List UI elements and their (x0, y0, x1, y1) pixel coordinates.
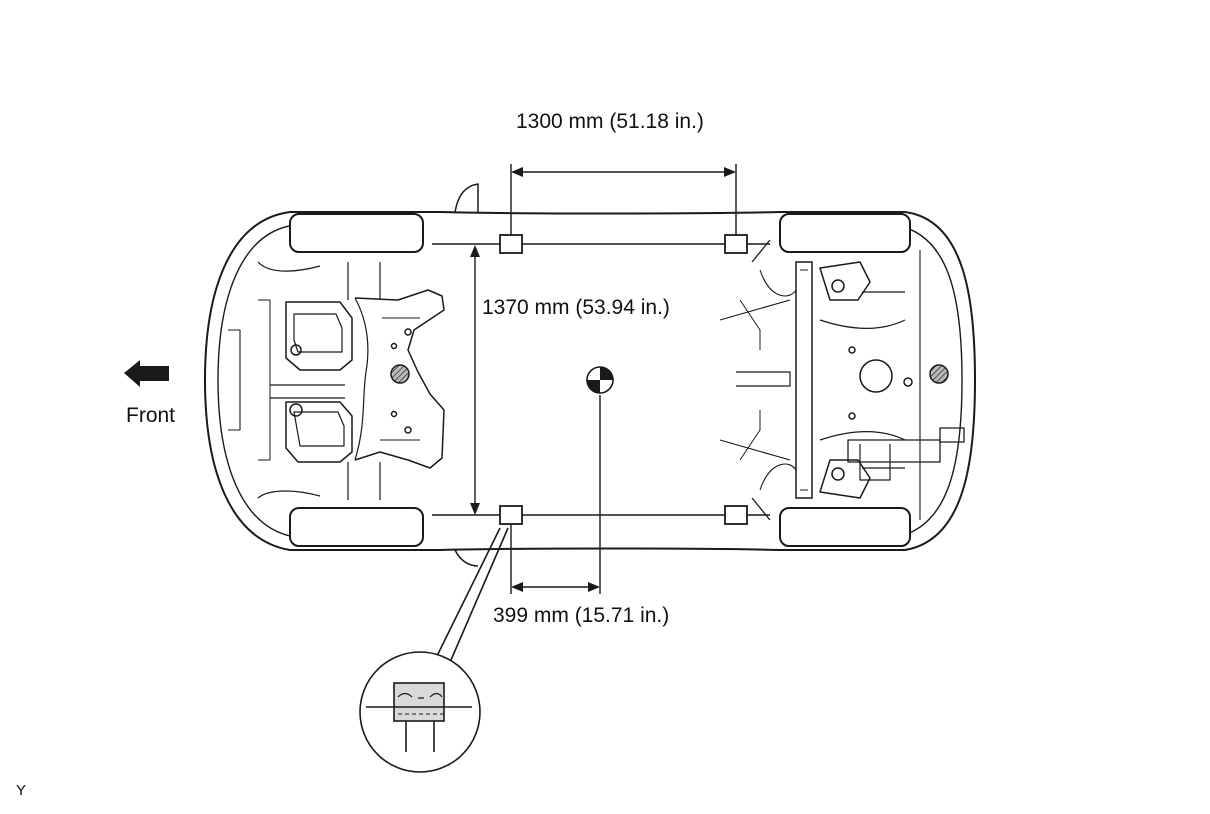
lift-point-front-left (499, 234, 523, 254)
lift-point-rear-right (724, 505, 748, 525)
rear-jack-point (929, 364, 949, 384)
lift-point-rear-left (724, 234, 748, 254)
center-of-gravity-offset-label: 399 mm (15.71 in.) (493, 604, 670, 627)
tire-front-left (289, 213, 424, 253)
jack-points (390, 364, 949, 384)
lift-point-track-label: 1370 mm (53.94 in.) (482, 296, 670, 319)
center-of-gravity-icon (586, 366, 614, 394)
vehicle-body-outline (204, 183, 976, 567)
tires (289, 213, 911, 547)
lift-point-spacing-label: 1300 mm (51.18 in.) (516, 110, 704, 133)
figure-code: Y (16, 782, 27, 799)
track-dimension (470, 245, 480, 515)
arrow-left-icon (124, 360, 169, 387)
rocker-reference-lines (432, 243, 770, 516)
rear-suspension (719, 239, 965, 521)
lift-points (499, 234, 748, 525)
tire-rear-left (779, 213, 911, 253)
front-jack-point (390, 364, 410, 384)
dimension-lines (470, 164, 737, 594)
front-label: Front (126, 404, 176, 427)
spacing-dimension (510, 164, 737, 235)
lift-point-front-right (499, 505, 523, 525)
offset-dimension (510, 395, 601, 594)
tire-front-right (289, 507, 424, 547)
tire-rear-right (779, 507, 911, 547)
front-subframe (228, 261, 445, 500)
lift-pad-detail-icon (359, 527, 509, 773)
